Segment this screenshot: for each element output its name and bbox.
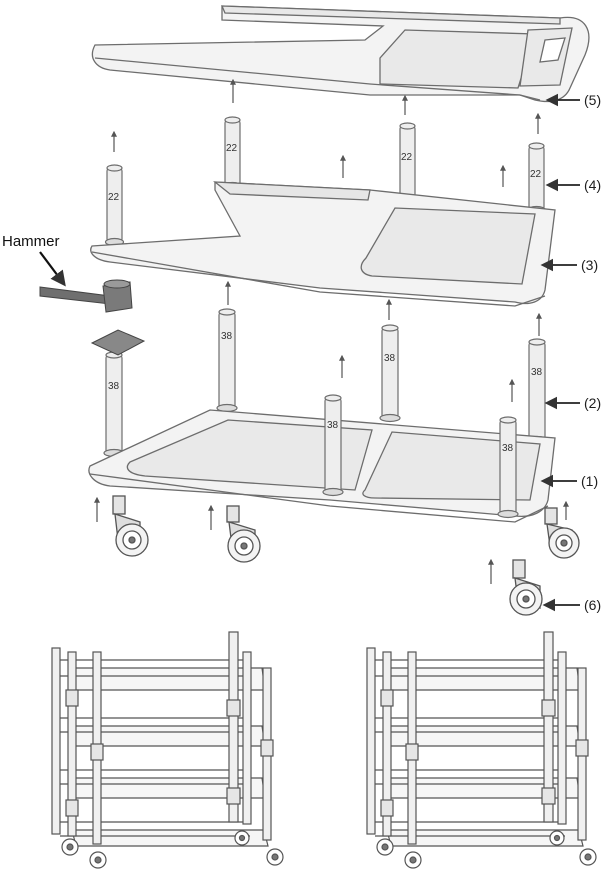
rubber-pad-icon	[90, 329, 146, 356]
callout-arrows	[540, 93, 580, 612]
hammer-pointer-arrow	[39, 251, 66, 287]
hammer-icon	[39, 279, 133, 313]
post-short-1	[104, 164, 125, 247]
caster-2	[226, 505, 261, 563]
casters	[112, 495, 580, 616]
post-long-1	[103, 351, 125, 458]
hammer-label: Hammer	[2, 233, 60, 250]
post-label-short-2: 22	[226, 143, 238, 154]
middle-shelf	[90, 181, 556, 307]
post-long-3	[379, 324, 401, 423]
post-label-short-4: 22	[530, 169, 542, 180]
callout-4: (4)	[584, 177, 601, 193]
assembled-cart-left	[51, 631, 284, 869]
post-label-short-1: 22	[108, 192, 120, 203]
long-posts-front	[322, 394, 519, 519]
post-label-long-2: 38	[221, 331, 233, 342]
assembly-direction-arrows	[94, 78, 569, 584]
long-posts-38	[103, 308, 548, 458]
assembled-cart-right	[366, 631, 597, 869]
callout-1: (1)	[581, 473, 598, 489]
caster-4	[509, 559, 543, 616]
post-label-short-3: 22	[401, 152, 413, 163]
caster-3	[544, 507, 580, 559]
post-label-long-4: 38	[531, 367, 543, 378]
callout-2: (2)	[584, 395, 601, 411]
post-long-2	[216, 308, 238, 413]
post-long-4	[526, 338, 548, 445]
post-long-5	[322, 394, 344, 497]
callout-6: (6)	[584, 597, 601, 613]
caster-1	[112, 495, 149, 557]
top-handle-shelf	[91, 5, 590, 103]
post-label-long-6: 38	[502, 443, 514, 454]
callout-5: (5)	[584, 92, 601, 108]
callout-3: (3)	[581, 257, 598, 273]
bottom-shelf	[88, 409, 556, 523]
post-label-long-1: 38	[108, 381, 120, 392]
post-long-6	[497, 416, 519, 519]
post-label-long-3: 38	[384, 353, 396, 364]
post-label-long-5: 38	[327, 420, 339, 431]
